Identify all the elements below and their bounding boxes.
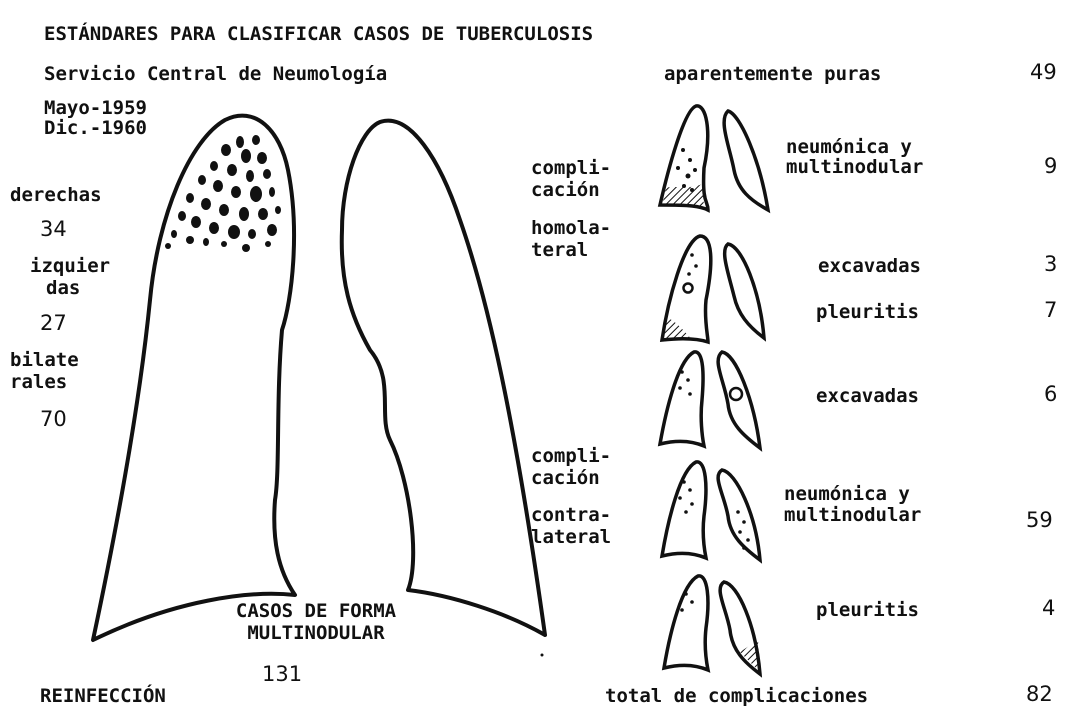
pure-cases-label: aparentemente puras [664, 64, 881, 84]
row5-label-1: neumónica y [784, 484, 910, 504]
derechas-value: 34 [40, 219, 67, 239]
bilaterales-value: 70 [40, 409, 67, 429]
contralateral-label-3: contra- [531, 505, 611, 525]
center-caption-2: MULTINODULAR [196, 623, 436, 643]
chart-title: ESTÁNDARES PARA CLASIFICAR CASOS DE TUBE… [44, 24, 593, 44]
row2-label: excavadas [818, 256, 921, 276]
small-lungs-pair-4 [662, 462, 760, 560]
homolateral-label-3: homola- [531, 218, 611, 238]
homolateral-label-1: compli- [531, 158, 611, 178]
small-lungs-pair-3 [660, 352, 760, 448]
small-lungs-pair-5 [664, 576, 760, 674]
pure-cases-value: 49 [1030, 62, 1057, 82]
large-lung-right-outline [342, 121, 545, 635]
date-to: Dic.-1960 [44, 118, 147, 138]
derechas-label: derechas [10, 185, 102, 205]
row1-label-1: neumónica y [786, 137, 912, 157]
small-lungs-pair-1 [660, 106, 768, 210]
large-lung-left-outline [93, 116, 295, 640]
multinodular-dots [165, 135, 281, 252]
izquierdas-label-2: das [46, 278, 80, 298]
row4-label: excavadas [816, 386, 919, 406]
contralateral-label-2: cación [531, 468, 600, 488]
row3-label: pleuritis [816, 302, 919, 322]
izquierdas-value: 27 [40, 313, 67, 333]
izquierdas-label-1: izquier [30, 256, 110, 276]
row5-value: 59 [1026, 510, 1053, 530]
row6-label: pleuritis [816, 600, 919, 620]
center-total: 131 [262, 664, 302, 684]
contralateral-label-4: lateral [531, 527, 611, 547]
row2-value: 3 [1044, 254, 1057, 274]
row1-value: 9 [1044, 156, 1057, 176]
center-caption-1: CASOS DE FORMA [196, 601, 436, 621]
contralateral-label-1: compli- [531, 446, 611, 466]
row5-label-2: multinodular [784, 505, 921, 525]
row6-value: 4 [1042, 598, 1055, 618]
reinfeccion-label: REINFECCIÓN [40, 686, 166, 706]
bilaterales-label-2: rales [10, 372, 67, 392]
total-complications-value: 82 [1026, 684, 1053, 704]
row1-label-2: multinodular [786, 157, 923, 177]
small-lungs-pair-2 [662, 236, 764, 342]
homolateral-label-2: cación [531, 180, 600, 200]
row3-value: 7 [1044, 300, 1057, 320]
homolateral-label-4: teral [531, 240, 588, 260]
row4-value: 6 [1044, 384, 1057, 404]
service-name: Servicio Central de Neumología [44, 64, 387, 84]
total-complications-label: total de complicaciones [605, 686, 868, 706]
bilaterales-label-1: bilate [10, 350, 79, 370]
date-from: Mayo-1959 [44, 98, 147, 118]
speck [541, 654, 544, 657]
